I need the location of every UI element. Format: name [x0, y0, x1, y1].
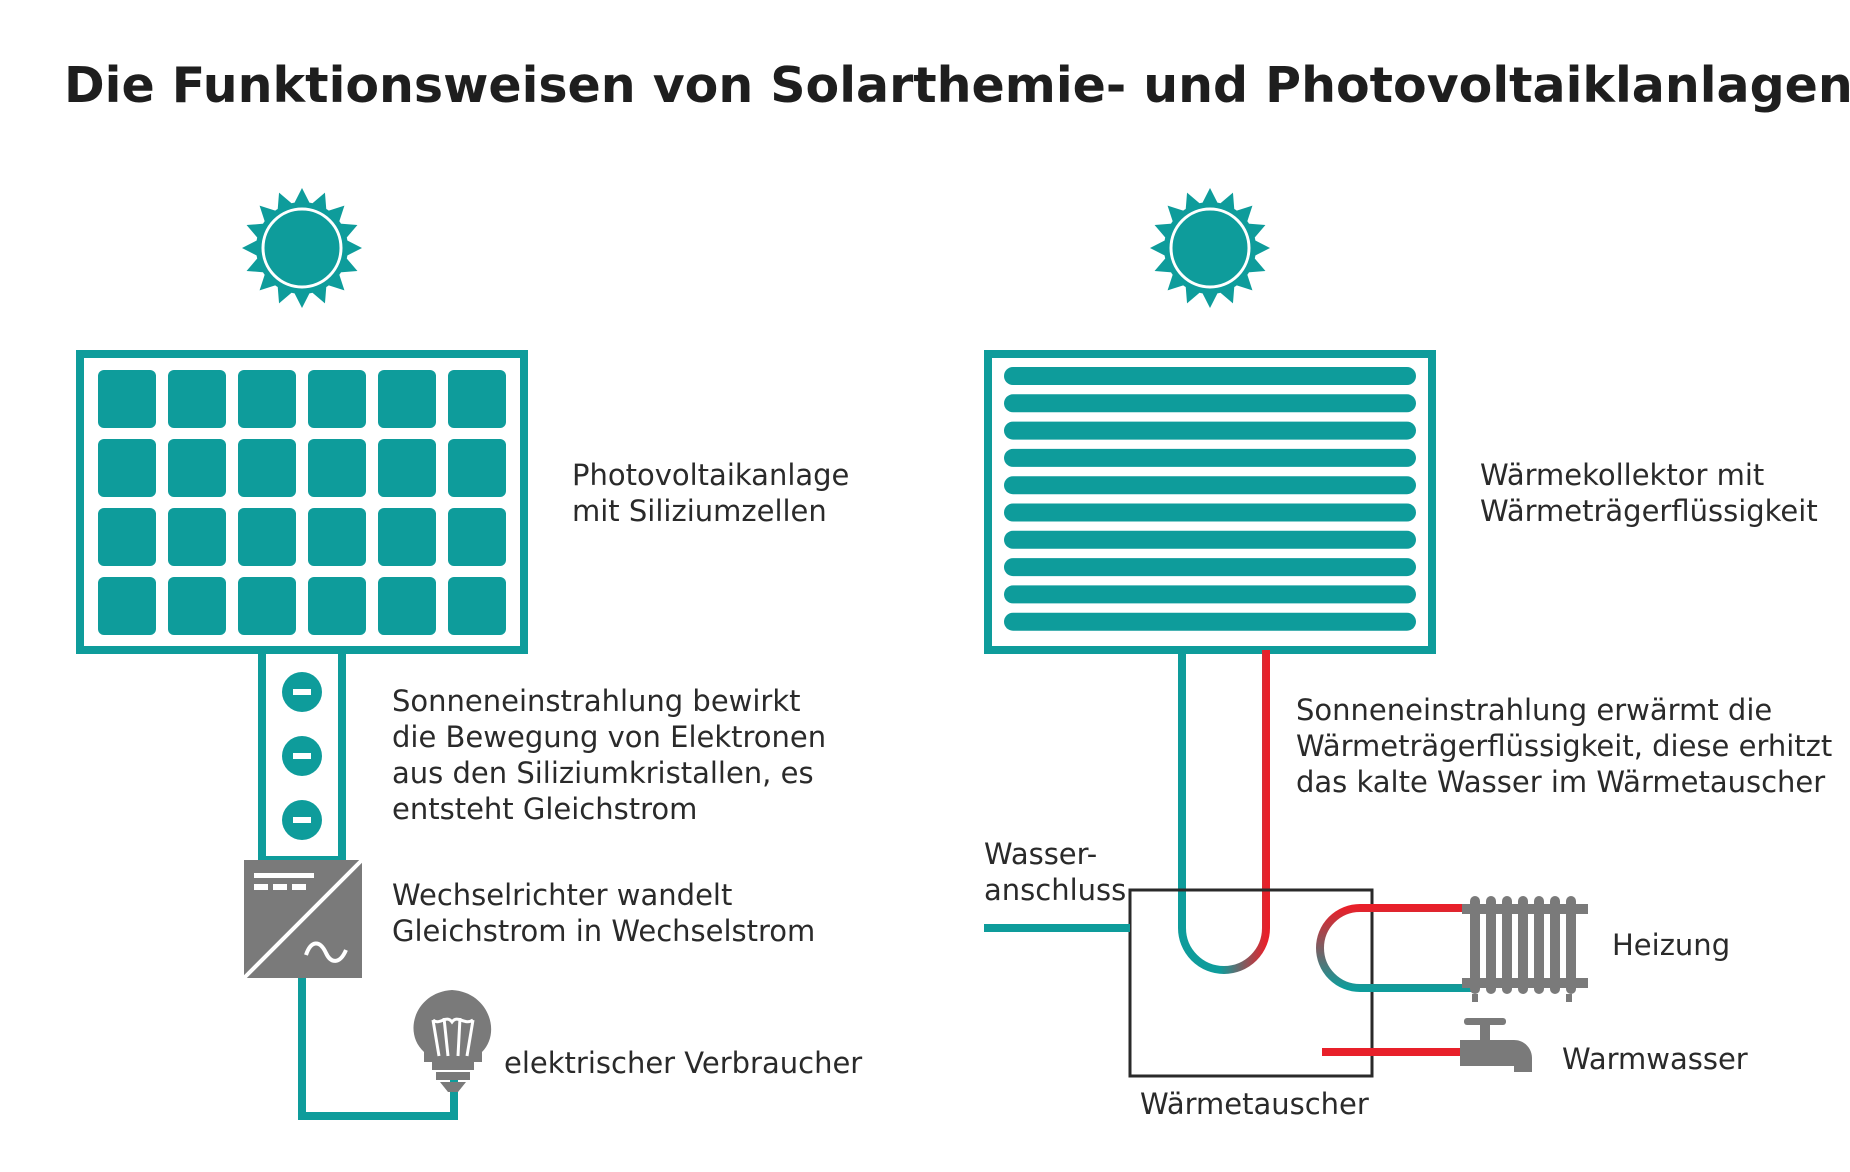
heating-label: Heizung: [1612, 928, 1730, 962]
collector-pipe: [1004, 421, 1416, 440]
electron-icon: [282, 736, 322, 776]
solar-cell: [238, 439, 296, 497]
solar-cell: [238, 508, 296, 566]
collector-pipe: [1004, 530, 1416, 549]
collector-pipe: [1004, 558, 1416, 577]
water-connection-label-line: Wasser-: [984, 837, 1097, 871]
solar-cell: [378, 508, 436, 566]
solar-cell: [378, 577, 436, 635]
heating-loop: [1316, 904, 1474, 992]
collector-pipe-loop: [1178, 650, 1270, 974]
inverter-icon: [242, 858, 364, 980]
collector-pipe: [1004, 476, 1416, 495]
collector-label-line: Wärmeträgerflüssigkeit: [1480, 494, 1818, 528]
electron-label-line: aus den Siliziumkristallen, es: [392, 756, 814, 790]
solar-cell: [98, 577, 156, 635]
ac-cable: [298, 978, 458, 1120]
solar-cell: [98, 370, 156, 428]
collector-pipe: [1004, 367, 1416, 385]
process-label-line: Wärmeträgerflüssigkeit, diese erhitzt: [1296, 729, 1832, 763]
solar-cell: [308, 508, 366, 566]
solar-cell: [168, 439, 226, 497]
collector-pipe: [1004, 394, 1416, 413]
solar-cell: [168, 508, 226, 566]
panel-label-line: Photovoltaikanlage: [572, 458, 849, 492]
water-connection-label-line: anschluss: [984, 873, 1126, 907]
sun-icon: [242, 188, 362, 308]
inverter-label-line: Wechselrichter wandelt: [392, 878, 732, 912]
panel-label-line: mit Siliziumzellen: [572, 494, 827, 528]
collector-pipe: [1004, 612, 1416, 631]
solar-cell: [238, 577, 296, 635]
hot-water-label: Warmwasser: [1562, 1042, 1748, 1076]
solar-cell: [168, 370, 226, 428]
sun-icon: [1150, 188, 1270, 308]
solar-cell: [98, 439, 156, 497]
water-tap-icon: [1460, 1018, 1532, 1072]
process-label-line: Sonneneinstrahlung erwärmt die: [1296, 693, 1772, 727]
solar-cell: [378, 370, 436, 428]
electron-icon: [282, 672, 322, 712]
electron-label-line: die Bewegung von Elektronen: [392, 720, 826, 754]
solar-cell: [448, 439, 506, 497]
consumer-label: elektrischer Verbraucher: [504, 1046, 862, 1080]
solar-cell: [308, 577, 366, 635]
solar-cell: [98, 508, 156, 566]
page-title: Die Funktionsweisen von Solarthemie- und…: [64, 57, 1850, 114]
inverter-label-line: Gleichstrom in Wechselstrom: [392, 914, 815, 948]
process-label-line: das kalte Wasser im Wärmetauscher: [1296, 765, 1825, 799]
heat-exchanger-icon: [1128, 888, 1374, 1078]
electron-icon: [282, 800, 322, 840]
solar-cell: [378, 439, 436, 497]
collector-pipe: [1004, 503, 1416, 522]
electron-label-line: Sonneneinstrahlung bewirkt: [392, 684, 801, 718]
solar-cell: [308, 439, 366, 497]
heat-collector-icon: [984, 350, 1436, 654]
radiator-icon: [1462, 896, 1588, 1002]
solar-cell: [448, 370, 506, 428]
collector-label-line: Wärmekollektor mit: [1480, 458, 1764, 492]
solar-cell: [448, 577, 506, 635]
solar-panel-icon: [76, 350, 528, 654]
electron-label-line: entsteht Gleichstrom: [392, 792, 697, 826]
solar-cell: [238, 370, 296, 428]
solar-cell: [448, 508, 506, 566]
solar-cell: [308, 370, 366, 428]
light-bulb-icon: [413, 990, 492, 1092]
exchanger-label: Wärmetauscher: [1140, 1087, 1369, 1121]
solar-cell: [168, 577, 226, 635]
collector-pipe: [1004, 585, 1416, 604]
collector-pipe: [1004, 448, 1416, 467]
